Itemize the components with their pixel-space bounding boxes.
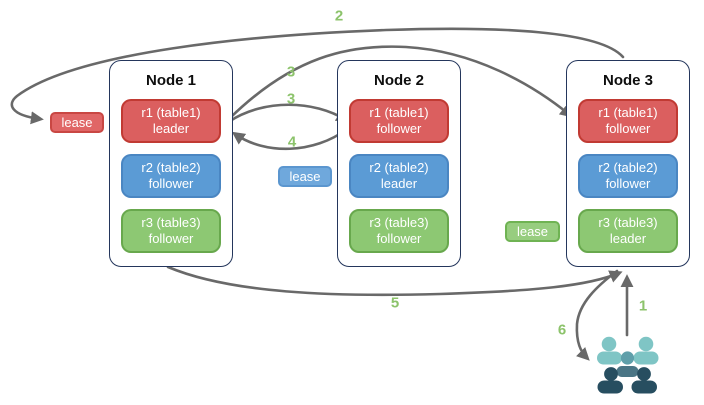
replica-role-label: follower xyxy=(605,121,651,136)
step-label-3b: 3 xyxy=(286,90,296,108)
replica-role-label: leader xyxy=(152,121,190,136)
replica-r2-node1: r2 (table2) follower xyxy=(121,154,221,198)
step-label-3a: 3 xyxy=(286,63,296,81)
step-label-2: 2 xyxy=(334,7,344,25)
arrow-step-3-to-node2 xyxy=(228,103,350,123)
node-title: Node 2 xyxy=(373,72,424,89)
replica-role-label: leader xyxy=(609,231,647,246)
node-title: Node 3 xyxy=(602,72,653,89)
replica-range-label: r3 (table3) xyxy=(598,215,658,230)
replica-role-label: follower xyxy=(148,231,194,246)
person-front-left xyxy=(597,367,623,394)
step-label-5: 5 xyxy=(390,294,400,312)
arrow-step-4 xyxy=(231,127,349,151)
replica-r2-node3: r2 (table2) follower xyxy=(578,154,678,198)
replica-range-label: r2 (table2) xyxy=(598,160,658,175)
lease-badge-red: lease xyxy=(50,112,104,133)
replica-range-label: r1 (table1) xyxy=(141,105,201,120)
person-middle-center xyxy=(616,351,639,377)
person-back-left xyxy=(597,336,622,365)
replica-range-label: r1 (table1) xyxy=(598,105,658,120)
replica-range-label: r2 (table2) xyxy=(369,160,429,175)
replica-r1-node3: r1 (table1) follower xyxy=(578,99,678,143)
replica-role-label: follower xyxy=(376,121,422,136)
replica-r2-node2: r2 (table2) leader xyxy=(349,154,449,198)
node-3: Node 3 r1 (table1) follower r2 (table2) … xyxy=(566,60,690,267)
replica-role-label: leader xyxy=(380,176,418,191)
replica-range-label: r3 (table3) xyxy=(141,215,201,230)
users-group-icon xyxy=(597,336,659,394)
replica-role-label: follower xyxy=(148,176,194,191)
arrow-step-5 xyxy=(166,265,623,297)
replica-r1-node2: r1 (table1) follower xyxy=(349,99,449,143)
step-label-4: 4 xyxy=(287,133,297,151)
arrow-step-6 xyxy=(575,269,619,361)
replica-r3-node3: r3 (table3) leader xyxy=(578,209,678,253)
replica-range-label: r3 (table3) xyxy=(369,215,429,230)
replica-role-label: follower xyxy=(376,231,422,246)
lease-badge-green: lease xyxy=(505,221,560,242)
lease-badge-blue: lease xyxy=(278,166,332,187)
replica-r3-node1: r3 (table3) follower xyxy=(121,209,221,253)
replica-role-label: follower xyxy=(605,176,651,191)
node-title: Node 1 xyxy=(145,72,196,89)
person-back-right xyxy=(633,336,659,365)
person-front-right xyxy=(631,367,657,394)
replica-r3-node2: r3 (table3) follower xyxy=(349,209,449,253)
replica-range-label: r1 (table1) xyxy=(369,105,429,120)
arrow-step-3-to-node3 xyxy=(227,45,574,121)
step-label-6: 6 xyxy=(557,321,567,339)
arrow-step-2 xyxy=(10,27,625,125)
node-1: Node 1 r1 (table1) leader r2 (table2) fo… xyxy=(109,60,233,267)
replica-range-label: r2 (table2) xyxy=(141,160,201,175)
step-label-1: 1 xyxy=(638,297,648,315)
node-2: Node 2 r1 (table1) follower r2 (table2) … xyxy=(337,60,461,267)
replica-r1-node1: r1 (table1) leader xyxy=(121,99,221,143)
